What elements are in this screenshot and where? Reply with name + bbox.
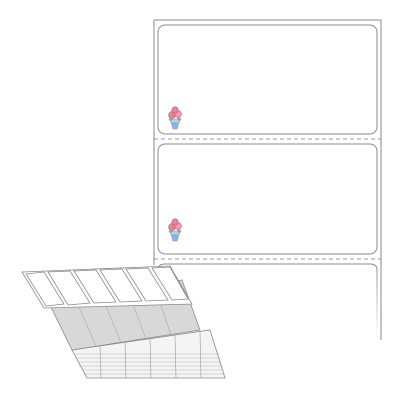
fanned-labels [21,265,193,309]
label-2 [157,143,378,255]
stack-base [71,329,226,379]
label-1 [157,24,378,135]
label-strip [153,19,382,345]
fanfold-stack [21,265,226,379]
